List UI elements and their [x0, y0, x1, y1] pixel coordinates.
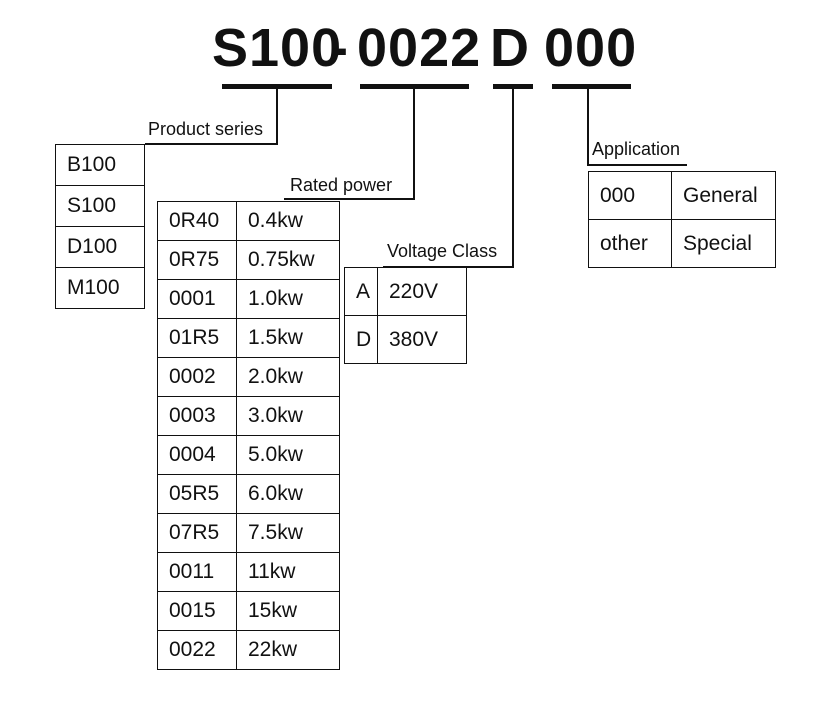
power-value-cell: 0.4kw [236, 201, 340, 241]
power-code-cell: 07R5 [157, 513, 237, 553]
application-code-cell: other [588, 219, 672, 268]
series-cell: S100 [55, 185, 145, 227]
voltage-value-cell: 220V [377, 267, 467, 316]
model-code-power: 0022 [357, 18, 482, 78]
power-code-cell: 0022 [157, 630, 237, 670]
power-value-cell: 3.0kw [236, 396, 340, 436]
power-code-cell: 0R75 [157, 240, 237, 280]
power-value-cell: 6.0kw [236, 474, 340, 514]
voltage-code-cell: D [344, 315, 378, 364]
table-row: S100 [55, 185, 145, 227]
power-value-cell: 15kw [236, 591, 340, 631]
voltage-value-cell: 380V [377, 315, 467, 364]
series-cell: B100 [55, 144, 145, 186]
power-value-cell: 1.5kw [236, 318, 340, 358]
model-code-dash: - [330, 18, 349, 78]
model-code-series: S100 [212, 18, 343, 78]
application-underline [552, 84, 631, 89]
power-connector-vertical [413, 86, 415, 200]
power-value-cell: 5.0kw [236, 435, 340, 475]
application-value-cell: Special [671, 219, 776, 268]
voltage-code-cell: A [344, 267, 378, 316]
power-value-cell: 2.0kw [236, 357, 340, 397]
series-connector-horizontal [145, 143, 278, 145]
series-cell: D100 [55, 226, 145, 268]
application-code-cell: 000 [588, 171, 672, 220]
power-code-cell: 0002 [157, 357, 237, 397]
power-code-cell: 01R5 [157, 318, 237, 358]
series-cell: M100 [55, 267, 145, 309]
voltage-class-label: Voltage Class [387, 241, 498, 261]
power-code-cell: 0011 [157, 552, 237, 592]
power-value-cell: 1.0kw [236, 279, 340, 319]
product-series-table: B100 S100 D100 M100 [55, 144, 145, 309]
power-code-cell: 0004 [157, 435, 237, 475]
application-connector-vertical [587, 86, 589, 166]
power-value-cell: 11kw [236, 552, 340, 592]
rated-power-label: Rated power [290, 175, 393, 195]
model-code-voltage: D [490, 18, 530, 78]
series-connector-vertical [276, 86, 278, 145]
application-connector-horizontal [587, 164, 687, 166]
application-value-cell: General [671, 171, 776, 220]
power-code-cell: 0015 [157, 591, 237, 631]
application-label: Application [592, 139, 681, 159]
product-series-label: Product series [148, 119, 264, 139]
power-code-cell: 0R40 [157, 201, 237, 241]
table-row: D100 [55, 226, 145, 268]
table-row: B100 [55, 144, 145, 186]
power-connector-horizontal [284, 198, 415, 200]
power-value-cell: 7.5kw [236, 513, 340, 553]
model-code-application: 000 [544, 18, 638, 78]
power-value-cell: 0.75kw [236, 240, 340, 280]
power-code-cell: 0001 [157, 279, 237, 319]
table-row: M100 [55, 267, 145, 309]
power-value-cell: 22kw [236, 630, 340, 670]
power-code-cell: 0003 [157, 396, 237, 436]
voltage-connector-vertical [512, 86, 514, 268]
power-code-cell: 05R5 [157, 474, 237, 514]
